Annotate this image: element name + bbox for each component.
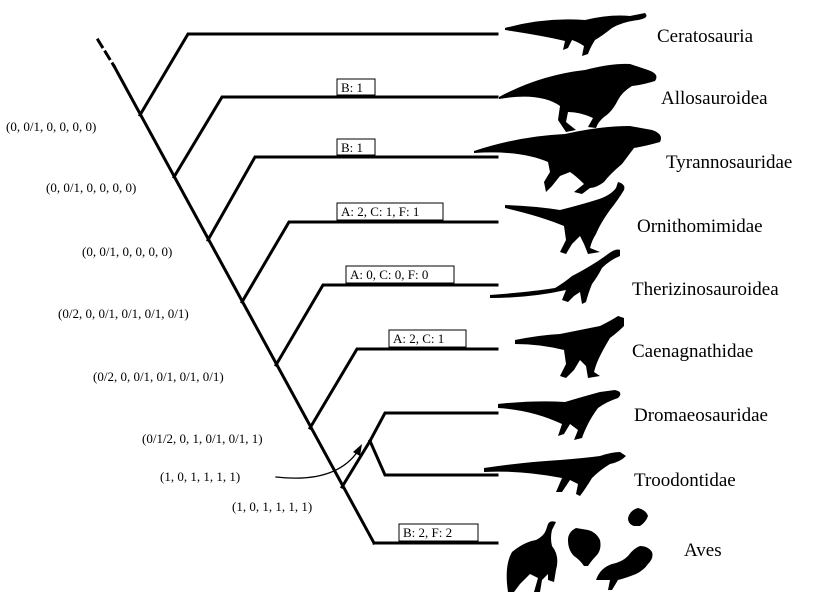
ceratosaur-silhouette-icon [505, 13, 647, 56]
svg-text:B: 1: B: 1 [341, 140, 363, 155]
node-state-2: (0, 0/1, 0, 0, 0, 0) [46, 180, 136, 195]
taxon-label-troodontidae: Troodontidae [634, 470, 736, 491]
stem-dashed-line [95, 37, 117, 69]
change-box-tyrannosauridae: B: 1 [336, 138, 376, 156]
node-state-5: (0/2, 0, 0/1, 0/1, 0/1, 0/1) [93, 369, 224, 384]
taxon-label-ceratosauria: Ceratosauria [657, 26, 754, 47]
change-box-allosauroidea: B: 1 [336, 78, 376, 96]
taxon-label-aves: Aves [684, 540, 722, 561]
node-arrow [275, 450, 359, 479]
bird-silhouettes-icon [506, 508, 653, 592]
change-box-ornithomimidae: A: 2, C: 1, F: 1 [336, 202, 444, 221]
taxon-label-allosauroidea: Allosauroidea [661, 88, 768, 109]
change-box-caenagnathidae: A: 2, C: 1 [388, 329, 467, 348]
caenagnathid-silhouette-icon [515, 316, 624, 378]
taxon-label-ornithomimidae: Ornithomimidae [637, 216, 763, 237]
branch-troodontidae [368, 439, 499, 477]
branch-ceratosauria [137, 32, 499, 118]
svg-text:B: 2, F: 2: B: 2, F: 2 [403, 525, 452, 540]
dromaeosaur-silhouette-icon [498, 390, 621, 440]
node-state-3: (0, 0/1, 0, 0, 0, 0) [82, 244, 172, 259]
branch-paraves-stem [339, 438, 373, 490]
node-state-8: (1, 0, 1, 1, 1, 1) [232, 499, 312, 514]
svg-text:A: 2, C: 1: A: 2, C: 1 [393, 331, 444, 346]
change-box-aves: B: 2, F: 2 [398, 523, 479, 542]
taxon-label-tyrannosauridae: Tyrannosauridae [666, 152, 792, 173]
taxon-label-therizinosauroidea: Therizinosauroidea [632, 279, 779, 300]
node-state-6: (0/1/2, 0, 1, 0/1, 0/1, 1) [142, 431, 263, 446]
node-state-4: (0/2, 0, 0/1, 0/1, 0/1, 0/1) [58, 306, 189, 321]
therizinosaur-silhouette-icon [490, 249, 620, 304]
node-state-1: (0, 0/1, 0, 0, 0, 0) [6, 119, 96, 134]
taxon-label-caenagnathidae: Caenagnathidae [632, 341, 753, 362]
main-spine [111, 63, 377, 546]
change-box-therizinosauroidea: A: 0, C: 0, F: 0 [345, 265, 455, 284]
allosaur-silhouette-icon [499, 63, 657, 132]
svg-text:A: 2, C: 1, F: 1: A: 2, C: 1, F: 1 [341, 204, 419, 219]
branch-ornithomimidae [239, 220, 499, 305]
branch-tyrannosauridae [205, 155, 499, 243]
node-arrow-head-icon [353, 444, 362, 456]
troodontid-silhouette-icon [484, 452, 626, 496]
branch-therizinosauroidea [273, 283, 499, 368]
svg-text:B: 1: B: 1 [341, 80, 363, 95]
branch-allosauroidea [171, 95, 499, 180]
node-state-7: (1, 0, 1, 1, 1, 1) [160, 469, 240, 484]
ornithomimid-silhouette-icon [505, 182, 625, 254]
taxon-label-dromaeosauridae: Dromaeosauridae [634, 405, 768, 426]
tyrannosaur-silhouette-icon [474, 126, 661, 194]
branch-dromaeosauridae [367, 411, 499, 444]
svg-text:A: 0, C: 0, F: 0: A: 0, C: 0, F: 0 [350, 267, 428, 282]
branch-caenagnathidae [307, 347, 499, 431]
